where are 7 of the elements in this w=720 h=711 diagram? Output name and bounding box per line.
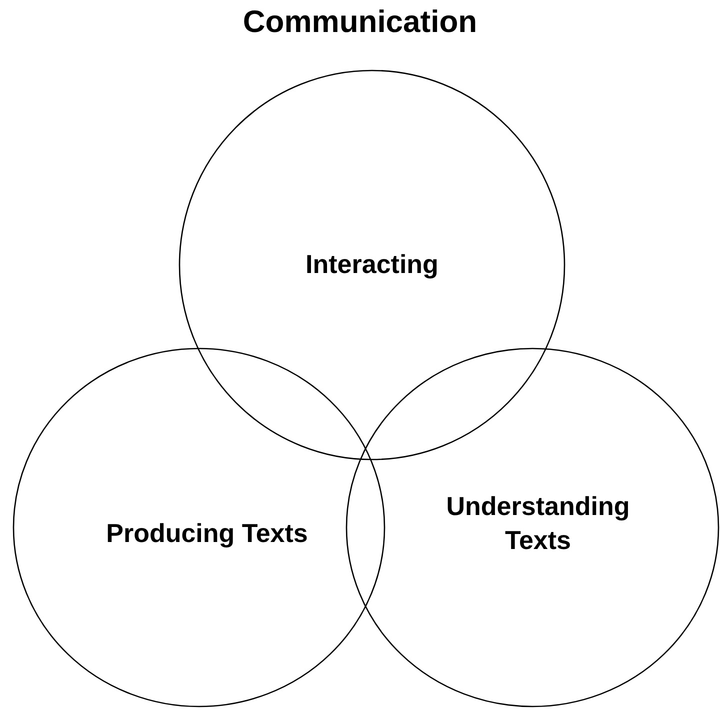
circle-label: Interacting: [304, 248, 440, 282]
circle-label: Producing Texts: [105, 517, 309, 550]
diagram-title: Communication: [242, 4, 478, 40]
circle: [346, 348, 719, 707]
circle-label: Understanding Texts: [445, 490, 631, 557]
circle: [13, 348, 385, 707]
circle: [179, 70, 565, 460]
